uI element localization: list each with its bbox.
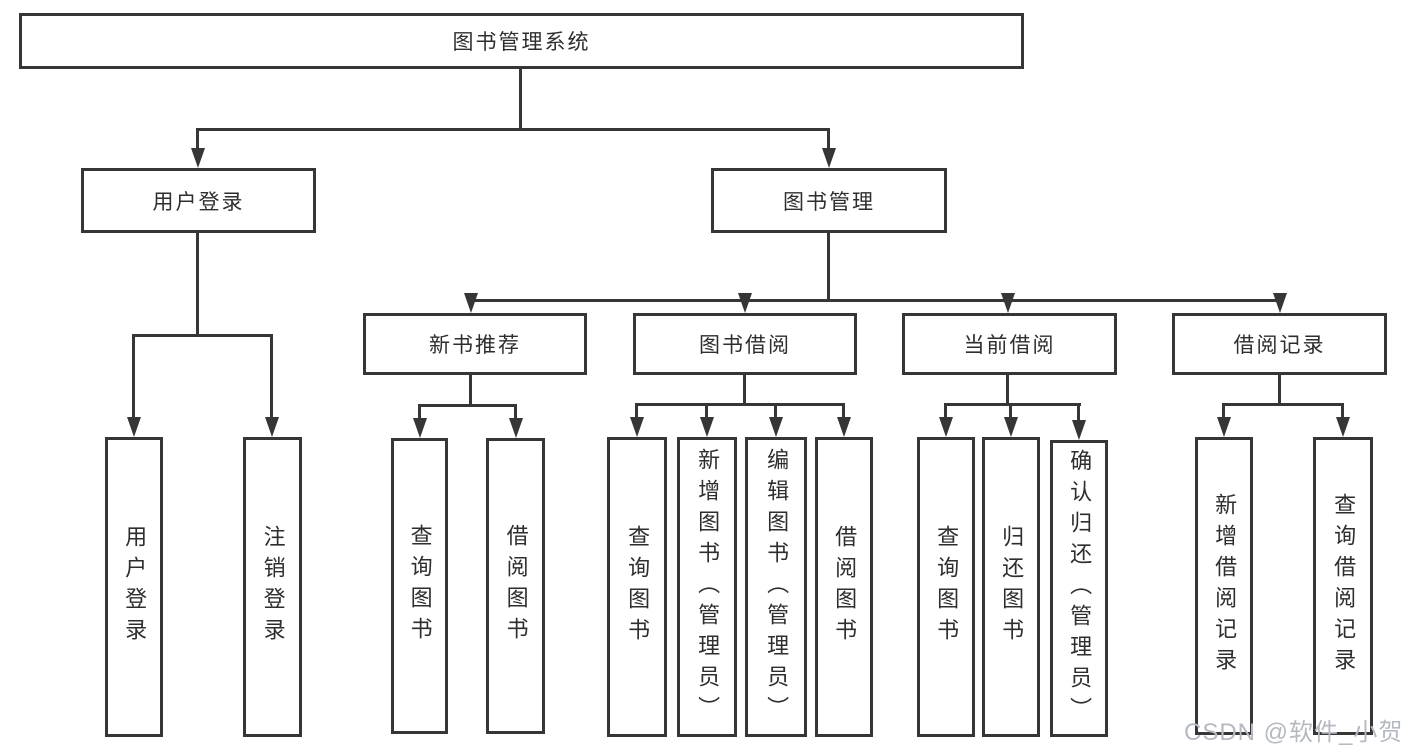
arrow-borrow-leaf-4 bbox=[837, 417, 851, 437]
leaf-query-books-recommend: 查询图书 bbox=[391, 438, 448, 734]
leaf-borrow-books: 借阅图书 bbox=[815, 437, 873, 737]
arrow-borrow-leaf-1 bbox=[630, 417, 644, 437]
arrow-current-leaf-2 bbox=[1004, 417, 1018, 437]
leaf-query-books-borrow-label: 查询图书 bbox=[625, 525, 651, 649]
connector-root-left-drop bbox=[196, 128, 199, 154]
connector-current-bar bbox=[944, 403, 1081, 406]
leaf-query-books-current-label: 查询图书 bbox=[934, 525, 960, 649]
connector-recommend-drop-2 bbox=[514, 404, 517, 420]
node-borrow-records: 借阅记录 bbox=[1172, 313, 1387, 375]
node-root: 图书管理系统 bbox=[19, 13, 1024, 69]
leaf-query-books-current: 查询图书 bbox=[917, 437, 975, 737]
connector-borrow-bar bbox=[635, 403, 845, 406]
connector-book-mgmt-stem bbox=[827, 233, 830, 302]
leaf-return-books-label: 归还图书 bbox=[999, 525, 1025, 649]
connector-borrow-stem bbox=[743, 375, 746, 406]
leaf-edit-books-admin-label: 编辑图书（管理员） bbox=[764, 447, 790, 727]
connector-borrow-drop-2 bbox=[705, 403, 708, 419]
connector-current-drop-1 bbox=[944, 403, 947, 419]
leaf-user-login: 用户登录 bbox=[105, 437, 163, 737]
arrow-to-user-login bbox=[191, 148, 205, 168]
connector-records-drop-1 bbox=[1222, 403, 1225, 419]
arrow-to-leaf-user-login bbox=[127, 417, 141, 437]
leaf-query-books-borrow: 查询图书 bbox=[607, 437, 667, 737]
arrow-borrow-leaf-2 bbox=[700, 417, 714, 437]
node-book-management: 图书管理 bbox=[711, 168, 947, 233]
connector-borrow-drop-4 bbox=[842, 403, 845, 419]
node-borrow-records-label: 借阅记录 bbox=[1233, 334, 1326, 357]
leaf-query-borrow-record: 查询借阅记录 bbox=[1313, 437, 1373, 735]
connector-root-bar bbox=[196, 128, 830, 131]
node-book-management-label: 图书管理 bbox=[783, 190, 875, 214]
connector-user-login-drop-2 bbox=[270, 334, 273, 422]
arrow-recommend-leaf-2 bbox=[509, 418, 523, 438]
leaf-query-borrow-record-label: 查询借阅记录 bbox=[1331, 493, 1357, 679]
leaf-borrow-books-label: 借阅图书 bbox=[832, 525, 858, 649]
leaf-borrow-books-recommend-label: 借阅图书 bbox=[503, 524, 529, 648]
arrow-records-leaf-1 bbox=[1217, 417, 1231, 437]
node-new-book-recommend-label: 新书推荐 bbox=[429, 334, 521, 357]
connector-records-drop-2 bbox=[1341, 403, 1344, 419]
arrow-current-leaf-1 bbox=[939, 417, 953, 437]
arrow-borrow-leaf-3 bbox=[769, 417, 783, 437]
arrow-to-current-borrow bbox=[1001, 293, 1015, 313]
arrow-to-borrow-records bbox=[1273, 293, 1287, 313]
connector-user-login-stem bbox=[196, 233, 199, 337]
node-book-borrow: 图书借阅 bbox=[633, 313, 857, 375]
node-current-borrow: 当前借阅 bbox=[902, 313, 1117, 375]
arrow-to-book-borrow bbox=[738, 293, 752, 313]
leaf-logout-login-label: 注销登录 bbox=[260, 525, 286, 649]
leaf-add-borrow-record: 新增借阅记录 bbox=[1195, 437, 1253, 735]
leaf-add-books-admin-label: 新增图书（管理员） bbox=[695, 447, 721, 727]
leaf-edit-books-admin: 编辑图书（管理员） bbox=[745, 437, 807, 737]
node-root-label: 图书管理系统 bbox=[452, 31, 591, 54]
arrow-to-book-management bbox=[822, 148, 836, 168]
connector-recommend-bar bbox=[418, 404, 517, 407]
node-current-borrow-label: 当前借阅 bbox=[963, 334, 1056, 357]
node-new-book-recommend: 新书推荐 bbox=[363, 313, 587, 375]
leaf-return-books: 归还图书 bbox=[982, 437, 1040, 737]
leaf-add-books-admin: 新增图书（管理员） bbox=[677, 437, 737, 737]
connector-user-login-drop-1 bbox=[132, 334, 135, 422]
node-user-login: 用户登录 bbox=[81, 168, 316, 233]
leaf-borrow-books-recommend: 借阅图书 bbox=[486, 438, 545, 734]
leaf-query-books-recommend-label: 查询图书 bbox=[407, 524, 433, 648]
connector-records-bar bbox=[1222, 403, 1344, 406]
connector-current-stem bbox=[1006, 375, 1009, 406]
connector-borrow-drop-3 bbox=[774, 403, 777, 419]
leaf-user-login-label: 用户登录 bbox=[122, 525, 148, 649]
node-book-borrow-label: 图书借阅 bbox=[699, 334, 791, 357]
arrow-to-leaf-logout bbox=[265, 417, 279, 437]
arrow-records-leaf-2 bbox=[1336, 417, 1350, 437]
connector-records-stem bbox=[1278, 375, 1281, 406]
node-user-login-label: 用户登录 bbox=[152, 190, 245, 214]
arrow-current-leaf-3 bbox=[1072, 420, 1086, 440]
connector-root-right-drop bbox=[827, 128, 830, 154]
connector-recommend-stem bbox=[469, 375, 472, 407]
connector-recommend-drop-1 bbox=[418, 404, 421, 420]
leaf-confirm-return-admin-label: 确认归还（管理员） bbox=[1067, 449, 1093, 728]
connector-user-login-bar bbox=[132, 334, 273, 337]
leaf-logout-login: 注销登录 bbox=[243, 437, 302, 737]
connector-borrow-drop-1 bbox=[635, 403, 638, 419]
arrow-to-new-book-recommend bbox=[464, 293, 478, 313]
connector-book-mgmt-bar bbox=[469, 299, 1281, 302]
connector-current-drop-2 bbox=[1009, 403, 1012, 419]
csdn-watermark: CSDN @软件_小贺同学 bbox=[1184, 719, 1405, 746]
leaf-confirm-return-admin: 确认归还（管理员） bbox=[1050, 440, 1108, 737]
connector-current-drop-3 bbox=[1077, 403, 1080, 421]
arrow-recommend-leaf-1 bbox=[413, 418, 427, 438]
connector-root-stem bbox=[519, 69, 522, 130]
leaf-add-borrow-record-label: 新增借阅记录 bbox=[1212, 493, 1238, 679]
